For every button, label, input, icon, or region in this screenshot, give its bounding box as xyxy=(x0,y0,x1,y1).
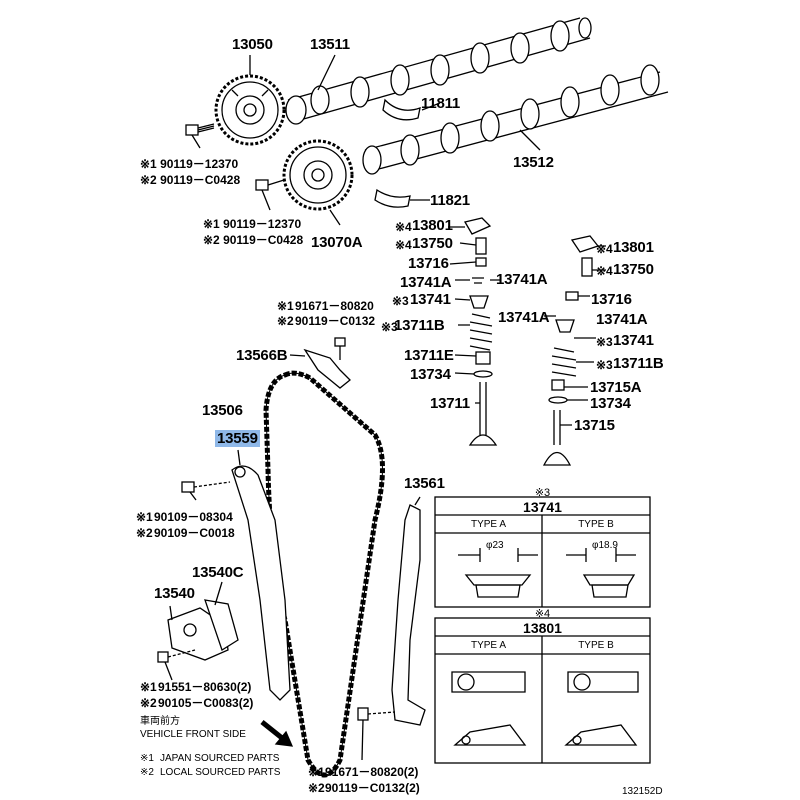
table1-type-b: TYPE B xyxy=(578,519,614,530)
cam-sprocket-13050 xyxy=(214,74,286,146)
table2-star: ※4 xyxy=(534,608,551,620)
star4-right-2: ※4 xyxy=(596,264,613,278)
table1-type-a: TYPE A xyxy=(470,519,506,530)
chain-guide-13561 xyxy=(391,504,426,726)
sprocket-bolt-2 xyxy=(255,179,285,191)
bearing-11821 xyxy=(374,188,411,208)
type-table-13801 xyxy=(434,617,651,764)
label-11811[interactable]: 11811 xyxy=(421,95,461,112)
label-13512[interactable]: 13512 xyxy=(513,154,554,171)
left-valve-assembly xyxy=(448,217,500,446)
label-13540c[interactable]: 13540C xyxy=(192,564,244,581)
front-label-en: VEHICLE FRONT SIDE xyxy=(140,729,246,740)
bolt5-japan-part[interactable]: 91551－80630(2) xyxy=(158,680,252,694)
star3-left-2: ※3 xyxy=(381,320,398,334)
legend-star1: ※1 xyxy=(140,753,154,764)
bolt6-local-part[interactable]: 90119－C0132(2) xyxy=(325,781,420,795)
label-13711e[interactable]: 13711E xyxy=(404,347,454,364)
diagram-id: 132152D xyxy=(622,786,663,797)
star4-left-1: ※4 xyxy=(395,220,412,234)
label-13715a[interactable]: 13715A xyxy=(590,379,642,396)
label-13506[interactable]: 13506 xyxy=(202,402,243,419)
guide-bolt xyxy=(357,707,369,721)
label-13711b-left[interactable]: 13711B xyxy=(394,317,445,334)
bolt5-local-part[interactable]: 90105－C0083(2) xyxy=(158,696,254,710)
label-13741a-right-a[interactable]: 13741A xyxy=(498,309,550,326)
bolt4-japan-part[interactable]: 90109－08304 xyxy=(154,510,233,524)
label-13741-right[interactable]: 13741 xyxy=(613,332,654,349)
bolt4-local-part[interactable]: 90109－C0018 xyxy=(154,526,235,540)
table2-type-a: TYPE A xyxy=(470,640,506,651)
label-13741-left[interactable]: 13741 xyxy=(410,291,451,308)
front-label-jp: 車両前方 xyxy=(140,716,180,727)
table1-star: ※3 xyxy=(534,487,551,499)
star2-bolt5: ※2 xyxy=(140,696,157,710)
bolt2-local-part[interactable]: ※2 90119－C0428 xyxy=(203,233,304,247)
legend-star2: ※2 xyxy=(140,767,154,778)
star2-bolt6: ※2 xyxy=(308,781,325,795)
tensioner-bolt xyxy=(157,651,169,663)
slipper-bolt xyxy=(181,481,195,493)
label-13711[interactable]: 13711 xyxy=(430,395,470,412)
star2-bolt4: ※2 xyxy=(136,526,153,540)
camshaft-13512 xyxy=(362,64,669,175)
camshaft-13511 xyxy=(285,17,592,125)
label-13741a-left-b[interactable]: 13741A xyxy=(496,271,548,288)
bolt3-japan-part[interactable]: 91671－80820 xyxy=(295,299,374,313)
label-13750-left[interactable]: 13750 xyxy=(412,235,453,252)
label-13540[interactable]: 13540 xyxy=(154,585,195,602)
cam-sprocket-13070a xyxy=(282,139,354,211)
bolt3-local-part[interactable]: 90119－C0132 xyxy=(295,314,376,328)
front-direction-arrow xyxy=(260,720,284,740)
star3-right-1: ※3 xyxy=(596,335,613,349)
label-13741a-left-a[interactable]: 13741A xyxy=(400,274,452,291)
star1-bolt5: ※1 xyxy=(140,680,157,694)
label-13801-right[interactable]: 13801 xyxy=(613,239,654,256)
chain-damper-13566b xyxy=(303,348,351,389)
label-13734-right[interactable]: 13734 xyxy=(590,395,631,412)
label-13711b-right[interactable]: 13711B xyxy=(613,355,664,372)
bolt1-local-part[interactable]: ※2 90119－C0428 xyxy=(140,173,241,187)
chain-tensioner-13540 xyxy=(167,581,239,661)
sprocket-bolt-1 xyxy=(185,123,215,136)
right-valve-assembly xyxy=(542,235,606,466)
label-13050[interactable]: 13050 xyxy=(232,36,273,53)
label-13566b[interactable]: 13566B xyxy=(236,347,288,364)
legend-local-sourced: LOCAL SOURCED PARTS xyxy=(160,767,281,778)
label-13716-right[interactable]: 13716 xyxy=(591,291,632,308)
star3-left-1: ※3 xyxy=(392,294,409,308)
table2-title: 13801 xyxy=(523,620,562,636)
label-13070a[interactable]: 13070A xyxy=(311,234,363,251)
label-13734-left[interactable]: 13734 xyxy=(410,366,451,383)
type-table-13741 xyxy=(434,496,651,608)
star2-bolt3: ※2 xyxy=(277,314,294,328)
star4-left-2: ※4 xyxy=(395,238,412,252)
table1-dim-b: φ18.9 xyxy=(592,540,618,551)
star1-bolt6: ※1 xyxy=(308,765,325,779)
bolt6-japan-part[interactable]: 91671－80820(2) xyxy=(325,765,419,779)
star3-right-2: ※3 xyxy=(596,358,613,372)
bolt2-japan-part[interactable]: ※1 90119－12370 xyxy=(203,217,302,231)
label-13511[interactable]: 13511 xyxy=(310,36,350,53)
label-13715[interactable]: 13715 xyxy=(574,417,615,434)
bolt1-japan-part[interactable]: ※1 90119－12370 xyxy=(140,157,239,171)
star1-bolt3: ※1 xyxy=(277,299,294,313)
table2-type-b: TYPE B xyxy=(578,640,614,651)
table1-title: 13741 xyxy=(523,499,562,515)
legend-japan-sourced: JAPAN SOURCED PARTS xyxy=(160,753,280,764)
bearing-11811 xyxy=(382,98,421,121)
label-13561[interactable]: 13561 xyxy=(404,475,445,492)
label-13559[interactable]: 13559 xyxy=(215,430,260,447)
label-13801-left[interactable]: 13801 xyxy=(412,217,453,234)
table1-dim-a: φ23 xyxy=(486,540,504,551)
label-13716-left[interactable]: 13716 xyxy=(408,255,449,272)
star1-bolt4: ※1 xyxy=(136,510,153,524)
label-13750-right[interactable]: 13750 xyxy=(613,261,654,278)
label-11821[interactable]: 11821 xyxy=(430,192,470,209)
label-13741a-right-b[interactable]: 13741A xyxy=(596,311,648,328)
star4-right-1: ※4 xyxy=(596,242,613,256)
chain-slipper-13559 xyxy=(231,465,291,701)
